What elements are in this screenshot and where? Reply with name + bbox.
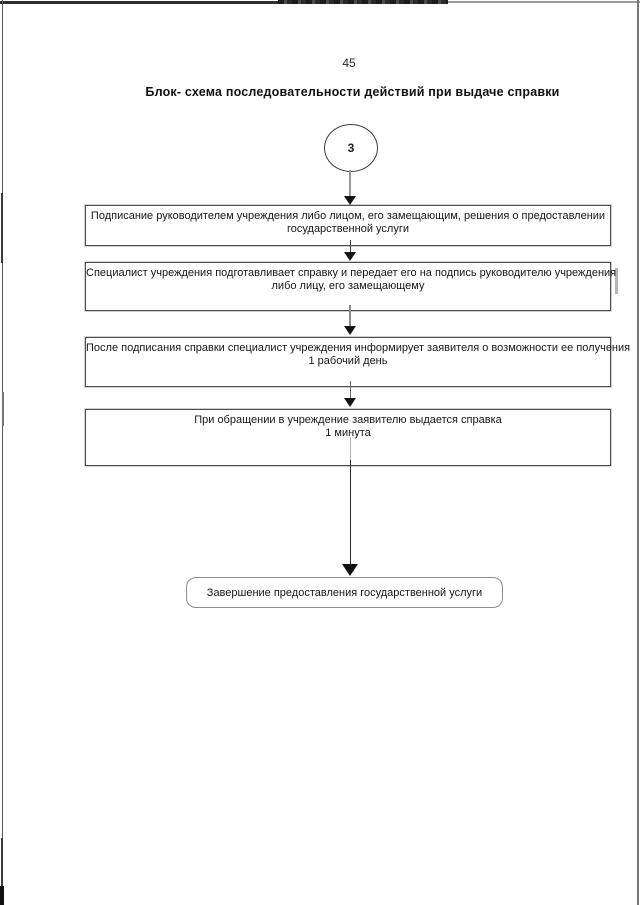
- step-text-line: либо лицу, его замещающему: [271, 279, 425, 292]
- scan-artifact-left-mark: [2, 392, 4, 426]
- flow-arrowhead-icon: [344, 196, 356, 205]
- flow-line-through-box: [350, 437, 351, 463]
- step-text-line: При обращении в учреждение заявителю выд…: [194, 414, 502, 426]
- flow-arrowhead-icon: [344, 398, 356, 407]
- flow-step-box-2: Специалист учреждения подготавливает спр…: [85, 262, 617, 311]
- scan-artifact-right-mark: [615, 268, 618, 294]
- step-text-line: 1 рабочий день: [308, 354, 388, 367]
- flow-entry-connector-circle: 3: [324, 124, 378, 172]
- flow-arrowhead-icon: [342, 564, 358, 576]
- flow-step-box-1: Подписание руководителем учреждения либо…: [85, 205, 611, 246]
- page-title: Блок- схема последовательности действий …: [145, 85, 560, 99]
- flow-arrow-line: [349, 170, 351, 196]
- scan-artifact-top-line: [0, 1, 278, 4]
- flow-arrow-line: [350, 381, 351, 398]
- scan-artifact-left-mark: [1, 838, 3, 905]
- scan-artifact-left-line: [2, 0, 3, 905]
- step-text-line: 1 минута: [325, 426, 371, 439]
- flow-arrow-line: [350, 460, 351, 564]
- step-text-line: государственной услуги: [287, 222, 409, 235]
- step-text-line: Подписание руководителем учреждения либо…: [90, 210, 606, 222]
- flow-arrow-line: [350, 240, 351, 253]
- flow-arrowhead-icon: [344, 326, 356, 335]
- page-number: 45: [342, 56, 356, 70]
- scan-artifact-top-line-light: [448, 1, 640, 3]
- scan-artifact-right-line: [637, 0, 639, 905]
- step-text-line: После подписания справки специалист учре…: [86, 342, 631, 354]
- flow-step-box-3: После подписания справки специалист учре…: [85, 337, 631, 387]
- terminator-label: Завершение предоставления государственно…: [206, 586, 483, 599]
- flow-arrow-line: [349, 305, 351, 326]
- scan-artifact-corner-blob: [0, 886, 4, 905]
- scan-artifact-left-mark: [1, 193, 3, 263]
- step-text-line: Специалист учреждения подготавливает спр…: [86, 267, 617, 279]
- flow-step-box-4: При обращении в учреждение заявителю выд…: [85, 409, 611, 466]
- flow-arrowhead-icon: [344, 252, 356, 261]
- flow-entry-connector-label: 3: [347, 141, 355, 155]
- flow-terminator-box: Завершение предоставления государственно…: [186, 577, 503, 608]
- scan-artifact-top-line-dark: [278, 0, 448, 4]
